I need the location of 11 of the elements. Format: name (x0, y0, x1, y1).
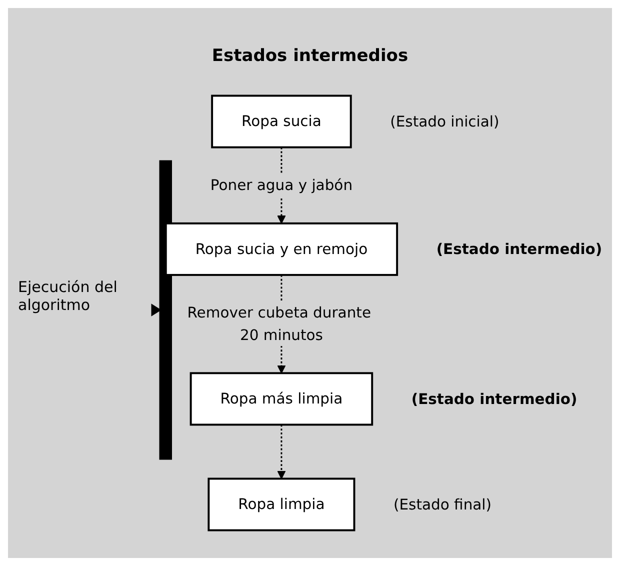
process-box: Ropa sucia (211, 94, 352, 148)
diagram-title: Estados intermedios (210, 46, 410, 66)
state-caption: (Estado inicial) (390, 113, 500, 130)
process-box: Ropa limpia (208, 478, 356, 532)
process-box: Ropa sucia y en remojo (164, 222, 398, 276)
process-box: Ropa más limpia (190, 372, 374, 426)
state-caption: (Estado intermedio) (436, 241, 602, 258)
state-caption: (Estado final) (394, 496, 492, 514)
edge-label: Poner agua y jabón (210, 174, 353, 196)
bracket-label: Ejecución del algoritmo (18, 278, 118, 314)
state-caption: (Estado intermedio) (411, 390, 578, 408)
